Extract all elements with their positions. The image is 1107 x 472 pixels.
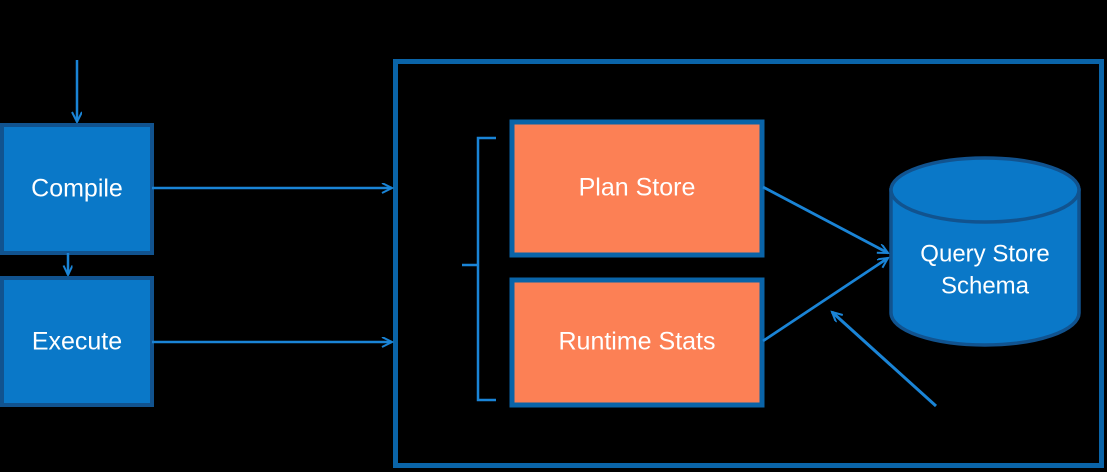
external-to-schema-arrow: [832, 312, 938, 408]
compile-node[interactable]: [0, 123, 154, 255]
plan-store-to-schema-arrow: [762, 185, 888, 255]
runtime-stats-node[interactable]: [509, 277, 765, 408]
store-group-bracket: [476, 136, 496, 402]
runtime-stats-to-schema-arrow: [762, 258, 888, 343]
cylinder-body: [889, 188, 1081, 347]
query-store-schema-node[interactable]: [889, 156, 1081, 347]
execute-node[interactable]: [0, 276, 154, 407]
query-store-container: [393, 59, 1104, 468]
cylinder-top: [889, 156, 1081, 224]
plan-store-node[interactable]: [509, 119, 765, 258]
